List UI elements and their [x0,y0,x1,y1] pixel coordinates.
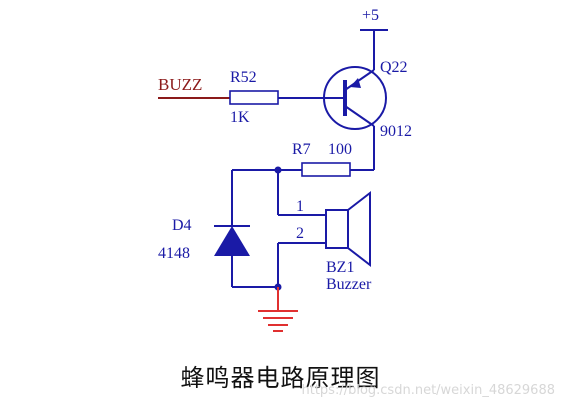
ground-icon [258,287,298,332]
watermark: https://blog.csdn.net/weixin_48629688 [301,383,555,398]
diagram-caption: 蜂鸣器电路原理图 [180,364,381,392]
buzzer-pin1-label: 1 [296,198,304,215]
resistor-r7: R7 100 [232,141,352,177]
buzzer-value-label: Buzzer [326,276,372,293]
r7-ref-label: R7 [292,141,311,158]
r7-body [301,162,351,177]
buzz-net: BUZZ [158,75,230,99]
buzzer-bz1: 1 2 BZ1 Buzzer [296,190,372,293]
d4-value-label: 4148 [158,245,190,262]
diode-d4: D4 4148 [158,170,250,287]
transistor-q22: Q22 9012 [323,59,412,140]
buzzer-horn [347,190,371,268]
buzzer-ref-label: BZ1 [326,259,354,276]
q22-value-label: 9012 [380,123,412,140]
buzz-net-label: BUZZ [158,75,202,94]
r52-body [229,90,279,105]
q22-collector-lead [344,105,375,127]
d4-anode-triangle [214,226,250,256]
buzzer-pin2-label: 2 [296,225,304,242]
power-label: +5 [362,7,379,24]
r52-ref-label: R52 [230,69,257,86]
q22-ref-label: Q22 [380,59,408,76]
r52-value-label: 1K [230,109,250,126]
r7-value-label: 100 [328,141,352,158]
resistor-r52: R52 1K [229,69,336,126]
d4-ref-label: D4 [172,217,192,234]
q22-emitter-arrow-icon [350,78,361,88]
q22-emitter-lead [344,69,375,91]
q22-body [323,66,387,130]
buzzer-body [325,209,349,249]
power-supply: +5 [360,7,388,70]
